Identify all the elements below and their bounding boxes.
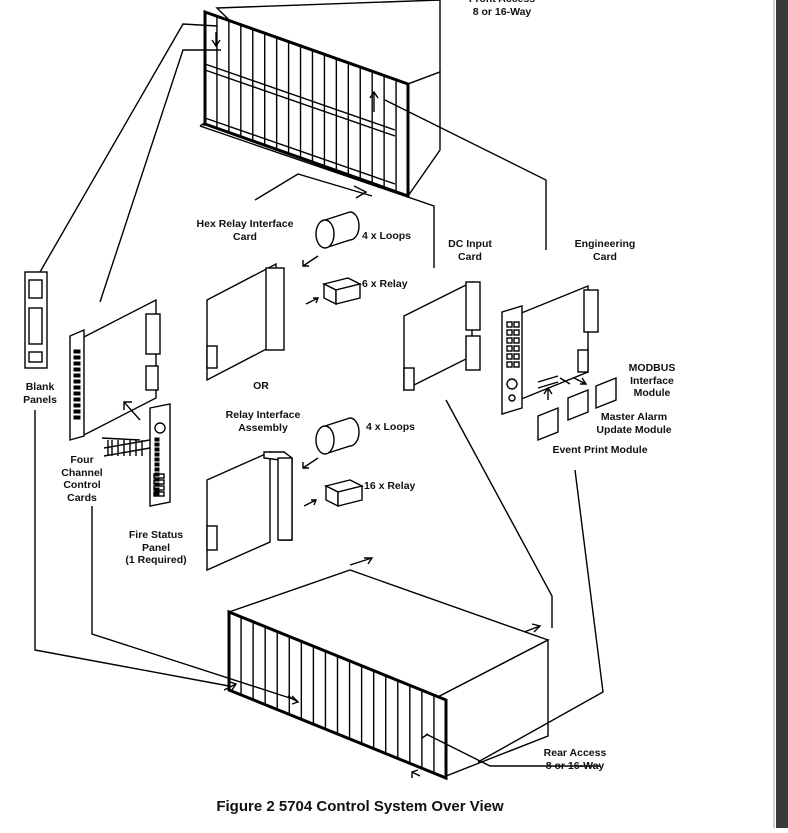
relay-block-sixteen bbox=[323, 479, 365, 508]
engineering-button bbox=[506, 361, 513, 368]
sixteen-relay-label: 16 x Relay bbox=[364, 480, 416, 492]
fire-panel-led bbox=[154, 462, 160, 467]
engineering-button bbox=[513, 337, 520, 344]
engineering-button bbox=[506, 345, 513, 352]
engineering-button bbox=[506, 321, 513, 328]
engineering-button bbox=[506, 337, 513, 344]
control-card-button bbox=[73, 409, 81, 414]
or-label: OR bbox=[253, 380, 269, 392]
engineering-button bbox=[506, 353, 513, 360]
four-loops-top-label: 4 x Loops bbox=[362, 230, 412, 242]
fire-panel-key bbox=[153, 485, 165, 491]
engineering-button bbox=[513, 353, 520, 360]
control-card-button bbox=[73, 403, 81, 408]
relay-interface-assembly-label: Relay Interface Assembly bbox=[225, 409, 301, 434]
fire-panel-key bbox=[153, 473, 165, 479]
control-card-button bbox=[73, 355, 81, 360]
control-card-button bbox=[73, 397, 81, 402]
control-card-button bbox=[73, 349, 81, 354]
control-card-button bbox=[73, 379, 81, 384]
fire-panel-led bbox=[154, 457, 160, 462]
hex-relay-interface-card bbox=[206, 262, 285, 382]
fire-panel-led bbox=[154, 467, 160, 472]
control-card-button bbox=[73, 361, 81, 366]
six-relay-label: 6 x Relay bbox=[362, 278, 408, 290]
engineering-card-label: Engineering Card bbox=[574, 238, 636, 263]
figure-caption: Figure 2 5704 Control System Over View bbox=[216, 798, 504, 815]
four-channel-control-card bbox=[69, 298, 161, 441]
dc-input-card-label: DC Input Card bbox=[448, 238, 492, 263]
fire-status-panel bbox=[103, 403, 171, 507]
master-alarm-update-module-label: Master Alarm Update Module bbox=[596, 411, 672, 436]
engineering-card bbox=[501, 284, 599, 415]
fire-panel-led bbox=[154, 452, 160, 457]
event-print-module bbox=[537, 406, 559, 442]
engineering-button bbox=[513, 329, 520, 336]
engineering-button bbox=[513, 345, 520, 352]
four-channel-control-cards-label: Four Channel Control Cards bbox=[61, 454, 103, 504]
page-edge bbox=[776, 0, 788, 828]
control-card-button bbox=[73, 373, 81, 378]
control-card-button bbox=[73, 415, 81, 420]
page-edge-highlight bbox=[773, 0, 775, 828]
fire-panel-led bbox=[154, 447, 160, 452]
blank-panel bbox=[24, 271, 48, 369]
fire-panel-led bbox=[154, 442, 160, 447]
event-print-module-label: Event Print Module bbox=[552, 444, 648, 456]
hex-relay-interface-card-label: Hex Relay Interface Card bbox=[196, 218, 294, 243]
engineering-button bbox=[513, 361, 520, 368]
rear-access-label: Rear Access 8 or 16-Way bbox=[543, 747, 607, 772]
engineering-button bbox=[513, 321, 520, 328]
loop-cylinder-top bbox=[315, 211, 360, 249]
rear-access-rack bbox=[227, 569, 550, 781]
modbus-module bbox=[595, 376, 617, 410]
control-card-button bbox=[73, 367, 81, 372]
fire-panel-key bbox=[153, 491, 165, 497]
blank-panels-label: Blank Panels bbox=[23, 381, 57, 406]
dc-input-card bbox=[403, 280, 481, 392]
fire-panel-led bbox=[154, 437, 160, 442]
engineering-button bbox=[506, 329, 513, 336]
connector-lines bbox=[34, 23, 604, 767]
loop-cylinder-bottom bbox=[315, 417, 360, 455]
modbus-interface-module-label: MODBUS Interface Module bbox=[628, 362, 676, 399]
front-access-rack bbox=[203, 0, 441, 199]
front-access-label: Front Access 8 or 16-Way bbox=[469, 0, 535, 18]
fire-status-panel-label: Fire Status Panel (1 Required) bbox=[125, 529, 187, 566]
relay-block-six bbox=[321, 277, 363, 306]
relay-interface-assembly bbox=[206, 450, 293, 572]
four-loops-bottom-label: 4 x Loops bbox=[366, 421, 416, 433]
master-alarm-module bbox=[567, 388, 589, 422]
fire-panel-key bbox=[153, 479, 165, 485]
control-card-button bbox=[73, 385, 81, 390]
control-card-button bbox=[73, 391, 81, 396]
top-rack-bracket bbox=[254, 173, 373, 201]
